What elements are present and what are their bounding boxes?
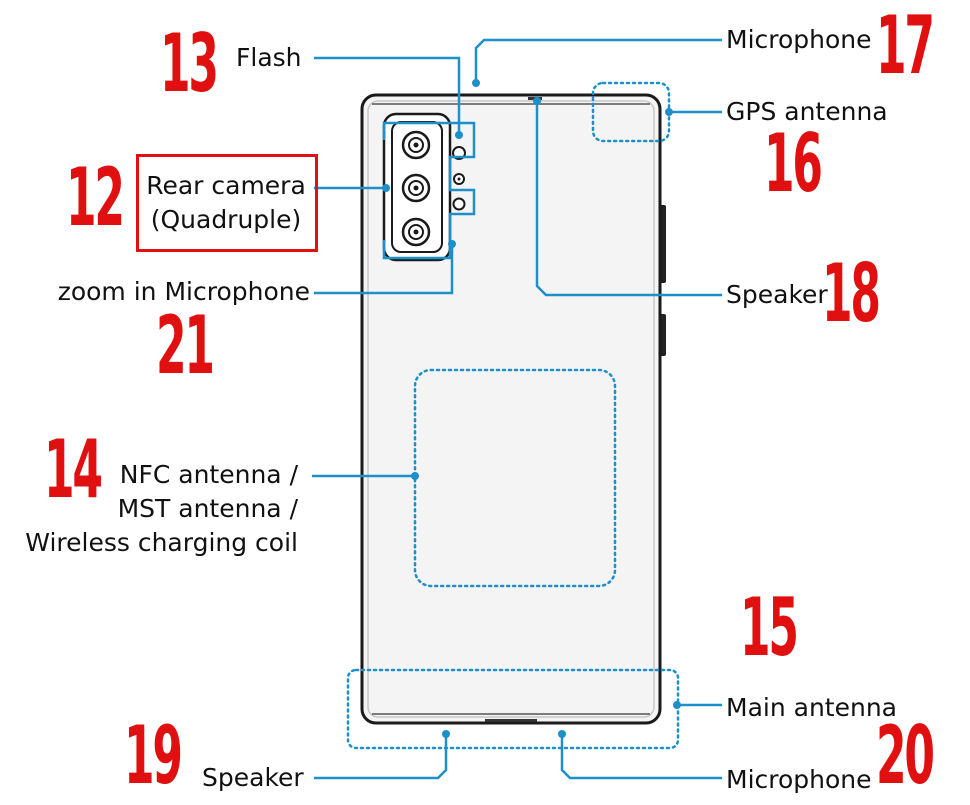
phone-inner-edge: [367, 100, 655, 718]
leader-speaker-bottom: [314, 734, 448, 780]
label-speaker-bottom: Speaker: [202, 763, 304, 792]
callout-number-15: 15: [740, 581, 799, 674]
leader-flash: [314, 56, 461, 135]
label-nfc-line1: NFC antenna /: [119, 460, 298, 489]
camera-lens-1: [401, 130, 431, 160]
label-microphone-bottom: Microphone: [726, 765, 872, 794]
callout-number-13: 13: [160, 17, 219, 110]
label-nfc-line3: Wireless charging coil: [25, 528, 298, 557]
depth-sensor-dot: [457, 177, 461, 181]
leader-microphone-top: [474, 38, 722, 82]
dot-flash: [455, 131, 463, 139]
callout-number-19: 19: [124, 709, 183, 802]
rear-camera-highlight-box: [136, 154, 318, 252]
label-zoom-in-microphone: zoom in Microphone: [57, 277, 310, 306]
callout-number-12: 12: [66, 151, 125, 244]
callout-number-16: 16: [764, 117, 823, 210]
dot-microphone-bottom: [558, 730, 566, 738]
callout-number-14: 14: [44, 423, 103, 516]
callout-number-18: 18: [822, 247, 881, 340]
label-microphone-top: Microphone: [726, 25, 872, 54]
dot-main-antenna: [673, 701, 681, 709]
bottom-port: [485, 719, 537, 722]
label-speaker-top: Speaker: [726, 280, 828, 309]
leader-microphone-bottom: [560, 734, 722, 780]
label-main-antenna: Main antenna: [726, 693, 897, 722]
dot-speaker-bottom: [442, 730, 450, 738]
callout-number-20: 20: [876, 709, 935, 802]
label-rear-camera-line1: Rear camera: [146, 171, 306, 200]
dot-rear-camera: [382, 184, 390, 192]
leader-zoom-microphone: [314, 244, 454, 295]
callout-number-17: 17: [876, 0, 935, 92]
dot-speaker-top: [533, 97, 541, 105]
callout-number-21: 21: [156, 299, 215, 392]
main-antenna-region: [346, 668, 680, 750]
dot-zoom-microphone: [448, 240, 456, 248]
dot-nfc: [411, 472, 419, 480]
label-flash: Flash: [236, 43, 302, 72]
sensor-lower: [452, 197, 466, 211]
label-nfc-line2: MST antenna /: [117, 494, 298, 523]
label-gps-antenna: GPS antenna: [726, 97, 888, 126]
leader-speaker-top: [535, 101, 722, 297]
dot-microphone-top: [472, 79, 480, 87]
dot-gps-antenna: [665, 108, 673, 116]
label-rear-camera-line2: (Quadruple): [150, 205, 302, 234]
camera-lens-2: [401, 173, 431, 203]
camera-lens-3: [401, 217, 431, 247]
